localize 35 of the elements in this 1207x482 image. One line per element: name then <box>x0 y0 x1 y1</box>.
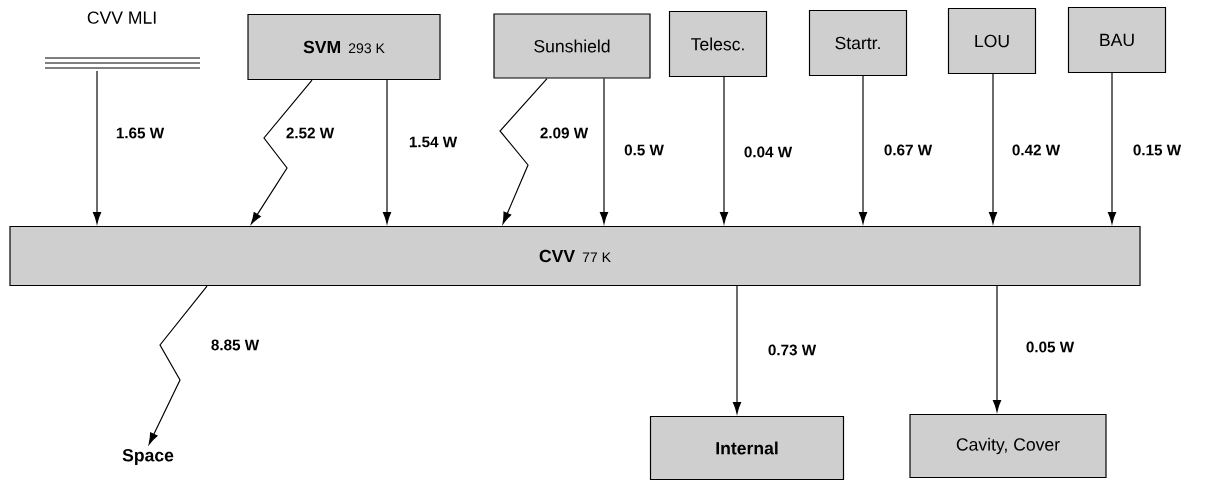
component-box: SVM 293 K <box>247 13 441 81</box>
radiation-arrow <box>250 79 313 225</box>
heat-flow-arrow <box>599 78 609 224</box>
heat-flow-arrow <box>719 76 729 224</box>
component-box: Startr. <box>808 9 908 77</box>
radiation-arrow <box>499 78 548 224</box>
heat-flow-arrow <box>92 70 102 224</box>
edge-label: 0.04 W <box>742 145 794 159</box>
edge-label: 0.5 W <box>622 143 666 157</box>
vessel-bar: CVV 77 K <box>9 225 1141 287</box>
edge-label: 0.05 W <box>1024 340 1076 354</box>
heat-flow-arrow <box>992 285 1002 412</box>
edge-label: 1.65 W <box>114 126 166 140</box>
insulation-layer: CVV MLI <box>44 11 201 69</box>
edge-label: 0.15 W <box>1131 143 1183 157</box>
component-box: Internal <box>649 415 845 481</box>
heat-flow-arrow <box>858 75 868 224</box>
edge-label: 0.73 W <box>766 343 818 357</box>
component-box: Cavity, Cover <box>909 413 1107 479</box>
component-box: LOU <box>947 7 1037 75</box>
radiation-arrow <box>148 285 208 445</box>
heat-flow-arrow <box>382 79 392 224</box>
component-box: Sunshield <box>493 13 651 79</box>
edge-label: 2.09 W <box>538 126 590 140</box>
heat-flow-arrow <box>988 73 998 224</box>
heat-flow-arrow <box>732 285 742 414</box>
component-box: BAU <box>1067 6 1167 74</box>
edge-label: 0.67 W <box>882 143 934 157</box>
edge-label: 8.85 W <box>209 338 261 352</box>
component-box: Telesc. <box>668 10 768 78</box>
space-label: Space <box>122 449 174 465</box>
heat-flow-arrow <box>1107 72 1117 224</box>
edge-label: 1.54 W <box>407 135 459 149</box>
edge-label: 2.52 W <box>284 126 336 140</box>
edge-label: 0.42 W <box>1010 143 1062 157</box>
